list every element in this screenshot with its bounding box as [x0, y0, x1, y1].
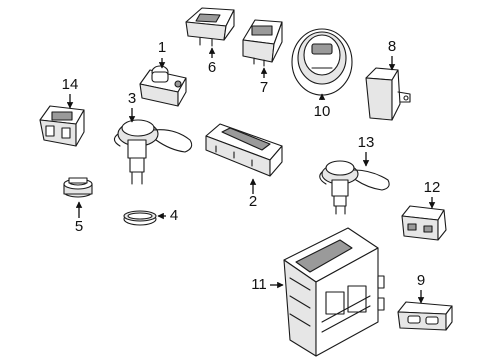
- callout-7: 7: [260, 79, 268, 96]
- part-5-knob: [63, 177, 93, 198]
- callout-9: 9: [417, 272, 425, 289]
- part-9-switch: [397, 301, 453, 331]
- part-4-ring: [123, 210, 157, 226]
- callout-10: 10: [314, 103, 331, 120]
- part-6-switch: [185, 7, 235, 47]
- callout-arrows: [66, 47, 436, 304]
- callout-3: 3: [128, 90, 136, 107]
- part-8-module: [365, 67, 411, 121]
- callout-11: 11: [251, 276, 267, 293]
- part-12-relay: [401, 205, 447, 241]
- callout-labels: 1 2 3 4 5 6 7 8 9 10 11 12 13 14: [62, 38, 441, 293]
- callout-1: 1: [158, 39, 166, 56]
- callout-4: 4: [170, 207, 178, 224]
- callout-13: 13: [358, 134, 375, 151]
- callout-6: 6: [208, 59, 216, 76]
- part-14-switch: [39, 105, 85, 147]
- part-7-switch: [242, 19, 283, 67]
- part-10-start-button: [291, 28, 353, 96]
- part-1-switch: [139, 65, 187, 107]
- callout-12: 12: [424, 179, 441, 196]
- part-3-sensor: [113, 119, 193, 185]
- callout-14: 14: [62, 76, 79, 93]
- part-11-ecu: [283, 227, 385, 357]
- callout-2: 2: [249, 193, 257, 210]
- part-2-module: [205, 123, 283, 177]
- callout-8: 8: [388, 38, 396, 55]
- part-13-sensor: [319, 160, 390, 215]
- callout-5: 5: [75, 218, 83, 235]
